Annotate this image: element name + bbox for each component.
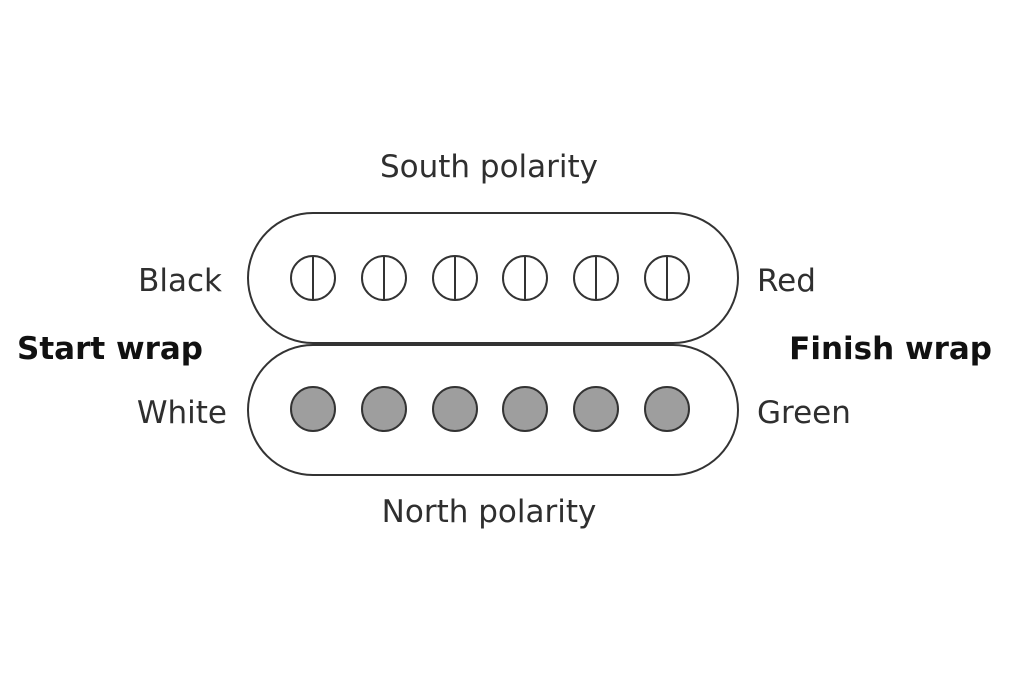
south-polarity-label: South polarity (379, 149, 599, 185)
north-pole-piece (290, 386, 336, 432)
south-pole-piece (573, 255, 619, 301)
finish-wrap-label: Finish wrap (789, 331, 992, 367)
north-pole-piece (573, 386, 619, 432)
south-pole-piece (644, 255, 690, 301)
north-pole-piece (361, 386, 407, 432)
south-pole-piece (432, 255, 478, 301)
north-polarity-label: North polarity (381, 494, 597, 530)
south-pole-pieces (290, 255, 690, 301)
north-pole-piece (432, 386, 478, 432)
south-pole-piece (290, 255, 336, 301)
green-wire-label: Green (757, 395, 851, 431)
north-coil-outline (247, 344, 739, 476)
south-pole-piece (361, 255, 407, 301)
north-pole-pieces (290, 386, 690, 432)
south-coil-outline (247, 212, 739, 344)
start-wrap-label: Start wrap (17, 331, 203, 367)
white-wire-label: White (136, 395, 227, 431)
north-pole-piece (644, 386, 690, 432)
black-wire-label: Black (138, 263, 222, 299)
south-pole-piece (502, 255, 548, 301)
red-wire-label: Red (757, 263, 816, 299)
north-pole-piece (502, 386, 548, 432)
